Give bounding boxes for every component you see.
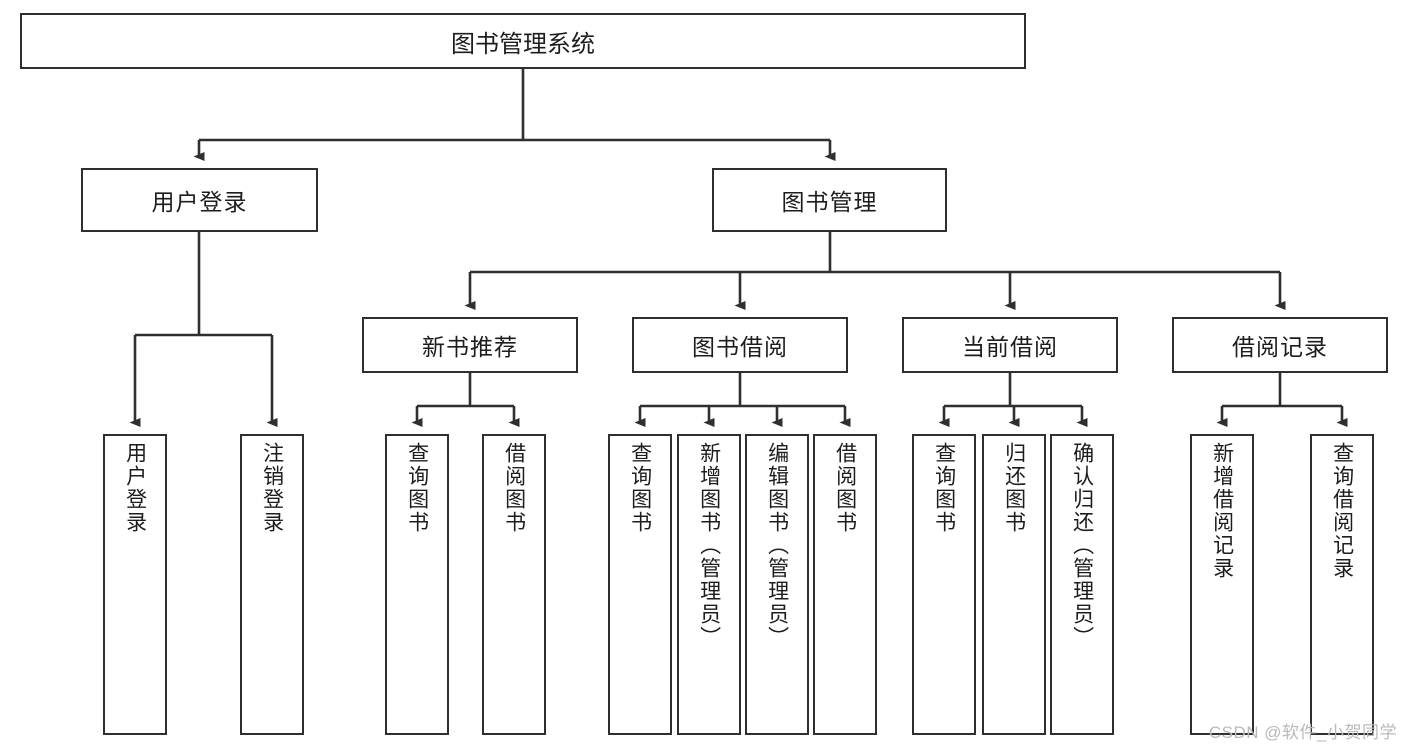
leaf-node[interactable]: 查询图书 xyxy=(912,434,976,735)
node-root[interactable]: 图书管理系统 xyxy=(20,13,1026,69)
leaf-label: 编辑图书（管理员） xyxy=(765,442,789,649)
leaf-node[interactable]: 查询图书 xyxy=(385,434,449,735)
node-borrow-record[interactable]: 借阅记录 xyxy=(1172,317,1388,373)
node-new-book-recommend-label: 新书推荐 xyxy=(422,334,518,360)
leaf-node[interactable]: 新增借阅记录 xyxy=(1190,434,1254,735)
leaf-label: 查询图书 xyxy=(932,442,956,534)
leaf-label: 新增图书（管理员） xyxy=(697,442,721,649)
leaf-label: 用户登录 xyxy=(123,442,147,534)
leaf-label: 借阅图书 xyxy=(833,442,857,534)
leaf-node[interactable]: 借阅图书 xyxy=(813,434,877,735)
leaf-label: 新增借阅记录 xyxy=(1210,442,1234,580)
node-book-borrow[interactable]: 图书借阅 xyxy=(632,317,848,373)
leaf-label: 借阅图书 xyxy=(502,442,526,534)
node-user-login[interactable]: 用户登录 xyxy=(81,168,318,232)
leaf-node[interactable]: 用户登录 xyxy=(103,434,167,735)
node-user-login-label: 用户登录 xyxy=(151,189,248,215)
leaf-node[interactable]: 查询图书 xyxy=(608,434,672,735)
leaf-label: 查询借阅记录 xyxy=(1330,442,1354,580)
leaf-node[interactable]: 编辑图书（管理员） xyxy=(745,434,809,735)
leaf-node[interactable]: 注销登录 xyxy=(240,434,304,735)
leaf-node[interactable]: 借阅图书 xyxy=(482,434,546,735)
leaf-label: 查询图书 xyxy=(405,442,429,534)
watermark: CSDN @软件_小贺同学 xyxy=(1208,723,1397,742)
node-book-management[interactable]: 图书管理 xyxy=(712,168,947,232)
node-root-label: 图书管理系统 xyxy=(451,30,595,58)
node-book-management-label: 图书管理 xyxy=(781,189,878,215)
leaf-node[interactable]: 归还图书 xyxy=(982,434,1046,735)
node-new-book-recommend[interactable]: 新书推荐 xyxy=(362,317,578,373)
leaf-node[interactable]: 查询借阅记录 xyxy=(1310,434,1374,735)
leaf-label: 确认归还（管理员） xyxy=(1070,442,1094,649)
leaf-node[interactable]: 确认归还（管理员） xyxy=(1050,434,1114,735)
leaf-node[interactable]: 新增图书（管理员） xyxy=(677,434,741,735)
node-borrow-record-label: 借阅记录 xyxy=(1232,334,1328,360)
leaf-label: 归还图书 xyxy=(1002,442,1026,534)
node-current-borrow[interactable]: 当前借阅 xyxy=(902,317,1118,373)
node-book-borrow-label: 图书借阅 xyxy=(692,334,788,360)
leaf-label: 查询图书 xyxy=(628,442,652,534)
leaf-label: 注销登录 xyxy=(260,442,284,534)
node-current-borrow-label: 当前借阅 xyxy=(962,334,1058,360)
